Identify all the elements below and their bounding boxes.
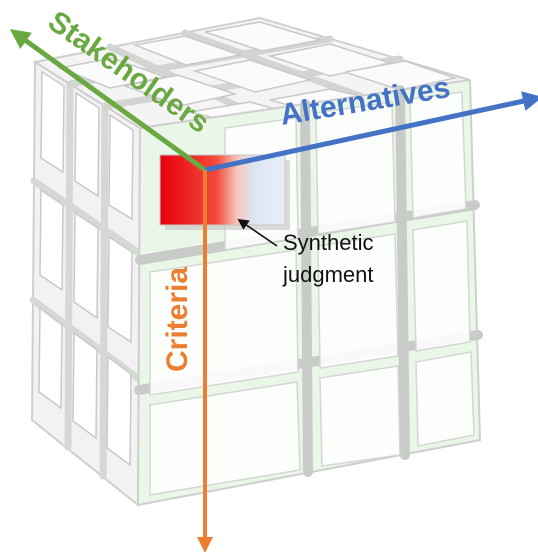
criteria-axis-label: Criteria: [161, 267, 194, 372]
stakeholders-axis-arrow: [9, 29, 207, 173]
left-face-grid: [29, 80, 143, 480]
annotation-pointer-arrow: [237, 218, 278, 247]
left-face-cells: [38, 70, 134, 467]
top-face-cells: [57, 21, 458, 126]
annotation-line-2: judgment: [282, 262, 374, 287]
annotation-line-1: Synthetic: [283, 230, 374, 255]
alternatives-axis-arrow: [204, 91, 538, 173]
